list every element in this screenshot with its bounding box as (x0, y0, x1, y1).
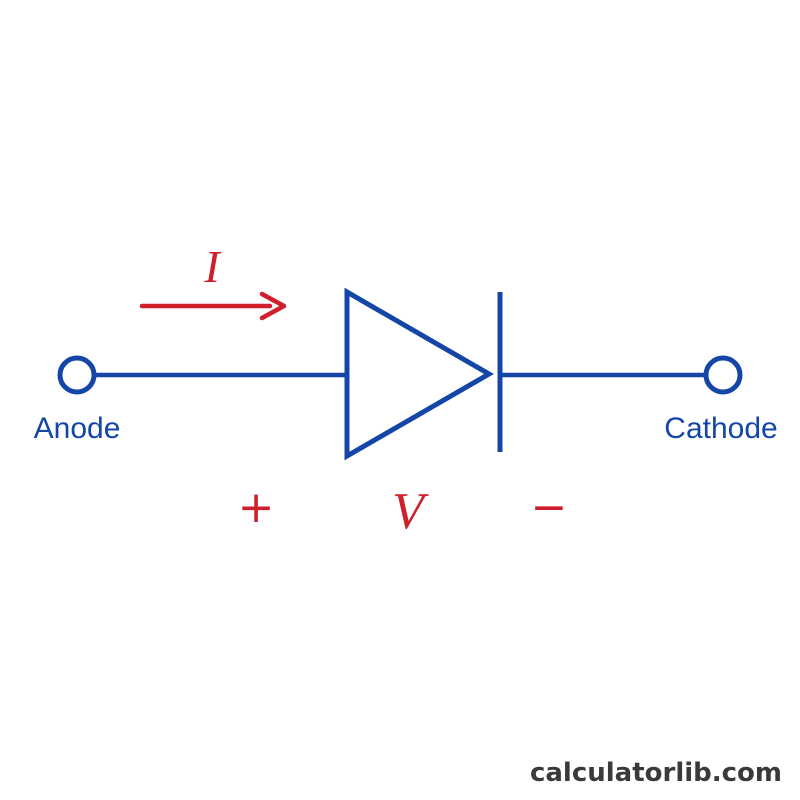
watermark-text: calculatorlib.com (530, 758, 782, 788)
current-label: I (203, 241, 222, 292)
diode-triangle (344, 287, 494, 461)
anode-terminal (57, 355, 97, 395)
minus-sign: − (531, 482, 568, 533)
plus-sign: + (238, 482, 275, 533)
cathode-terminal (703, 355, 743, 395)
current-arrow-head (259, 291, 287, 321)
voltage-label: V (392, 483, 429, 540)
cathode-label: Cathode (664, 412, 777, 445)
anode-label: Anode (34, 412, 121, 445)
